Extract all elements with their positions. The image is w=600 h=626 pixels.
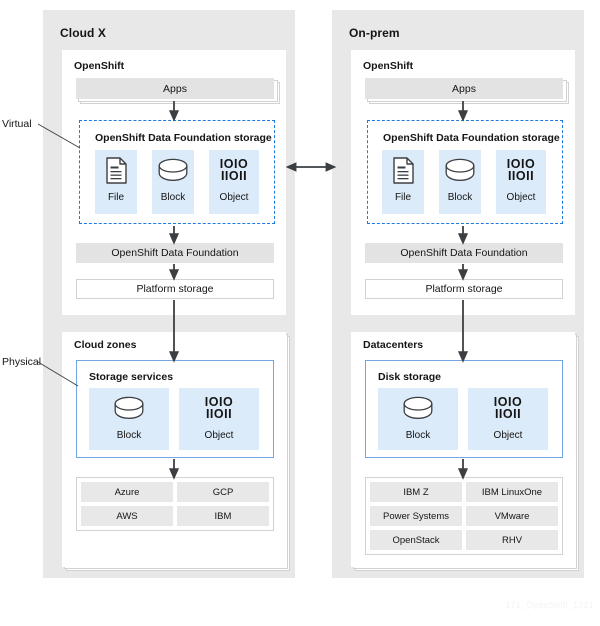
platform-grid-cloud: Azure GCP AWS IBM <box>76 477 274 531</box>
storage-tile-object-onprem[interactable]: IOIO IIOII Object <box>496 150 546 214</box>
service-tile-label: Object <box>493 430 523 441</box>
cylinder-icon <box>439 150 481 190</box>
platform-storage-box-onprem[interactable]: Platform storage <box>365 279 563 299</box>
virtual-card-title-onprem: OpenShift <box>363 60 414 72</box>
platform-cell[interactable]: IBM LinuxOne <box>466 482 558 502</box>
storage-tile-label: File <box>107 192 125 203</box>
binary-icon-line-1: IOIO <box>204 395 234 409</box>
platform-cell[interactable]: IBM <box>177 506 269 526</box>
storage-tile-label: Object <box>219 192 249 203</box>
document-icon <box>95 150 137 190</box>
platform-cell[interactable]: VMware <box>466 506 558 526</box>
odf-storage-title-onprem: OpenShift Data Foundation storage <box>383 132 560 144</box>
service-tile-label: Block <box>405 430 431 441</box>
storage-tile-block-onprem[interactable]: Block <box>439 150 481 214</box>
platform-storage-box-cloud[interactable]: Platform storage <box>76 279 274 299</box>
service-tile-object-onprem[interactable]: IOIO IIOII Object <box>468 388 548 450</box>
watermark: 171_OpenShift_1221 <box>505 600 594 610</box>
storage-tile-object-cloud[interactable]: IOIO IIOII Object <box>209 150 259 214</box>
platform-grid-onprem: IBM Z IBM LinuxOne Power Systems VMware … <box>365 477 563 555</box>
platform-cell[interactable]: AWS <box>81 506 173 526</box>
storage-tile-file-cloud[interactable]: File <box>95 150 137 214</box>
disk-storage-title-onprem: Disk storage <box>378 371 442 383</box>
binary-icon-line-2: IIOII <box>220 169 248 183</box>
binary-icon: IOIO IIOII <box>496 150 546 190</box>
storage-tile-file-onprem[interactable]: File <box>382 150 424 214</box>
odf-storage-title-cloud: OpenShift Data Foundation storage <box>95 132 272 144</box>
physical-card-title-onprem: Datacenters <box>363 339 424 351</box>
binary-icon: IOIO IIOII <box>468 388 548 428</box>
environment-title-onprem: On-prem <box>349 26 400 40</box>
service-tile-label: Block <box>116 430 142 441</box>
binary-icon-line-1: IOIO <box>493 395 523 409</box>
cylinder-icon <box>152 150 194 190</box>
axis-label-virtual: Virtual <box>2 118 32 130</box>
service-tile-block-onprem[interactable]: Block <box>378 388 458 450</box>
platform-cell[interactable]: RHV <box>466 530 558 550</box>
odf-box-cloud[interactable]: OpenShift Data Foundation <box>76 243 274 263</box>
service-tile-block-cloud[interactable]: Block <box>89 388 169 450</box>
storage-services-title-cloud: Storage services <box>89 371 174 383</box>
virtual-card-title-cloud: OpenShift <box>74 60 125 72</box>
apps-box-cloud[interactable]: Apps <box>76 78 274 99</box>
service-tile-object-cloud[interactable]: IOIO IIOII Object <box>179 388 259 450</box>
physical-card-title-cloud: Cloud zones <box>74 339 137 351</box>
cylinder-icon <box>378 388 458 428</box>
binary-icon: IOIO IIOII <box>179 388 259 428</box>
binary-icon-line-2: IIOII <box>507 169 535 183</box>
platform-cell[interactable]: Azure <box>81 482 173 502</box>
platform-cell[interactable]: IBM Z <box>370 482 462 502</box>
binary-icon-line-2: IIOII <box>494 407 522 421</box>
storage-tile-label: File <box>394 192 412 203</box>
storage-tile-block-cloud[interactable]: Block <box>152 150 194 214</box>
apps-box-onprem[interactable]: Apps <box>365 78 563 99</box>
platform-cell[interactable]: GCP <box>177 482 269 502</box>
odf-box-onprem[interactable]: OpenShift Data Foundation <box>365 243 563 263</box>
document-icon <box>382 150 424 190</box>
environment-title-cloud: Cloud X <box>60 26 107 40</box>
storage-tile-label: Block <box>447 192 473 203</box>
binary-icon-line-1: IOIO <box>219 157 249 171</box>
platform-cell[interactable]: Power Systems <box>370 506 462 526</box>
platform-cell[interactable]: OpenStack <box>370 530 462 550</box>
axis-label-physical: Physical <box>2 356 42 368</box>
storage-tile-label: Object <box>506 192 536 203</box>
cylinder-icon <box>89 388 169 428</box>
service-tile-label: Object <box>204 430 234 441</box>
binary-icon-line-1: IOIO <box>506 157 536 171</box>
binary-icon-line-2: IIOII <box>205 407 233 421</box>
binary-icon: IOIO IIOII <box>209 150 259 190</box>
storage-tile-label: Block <box>160 192 186 203</box>
